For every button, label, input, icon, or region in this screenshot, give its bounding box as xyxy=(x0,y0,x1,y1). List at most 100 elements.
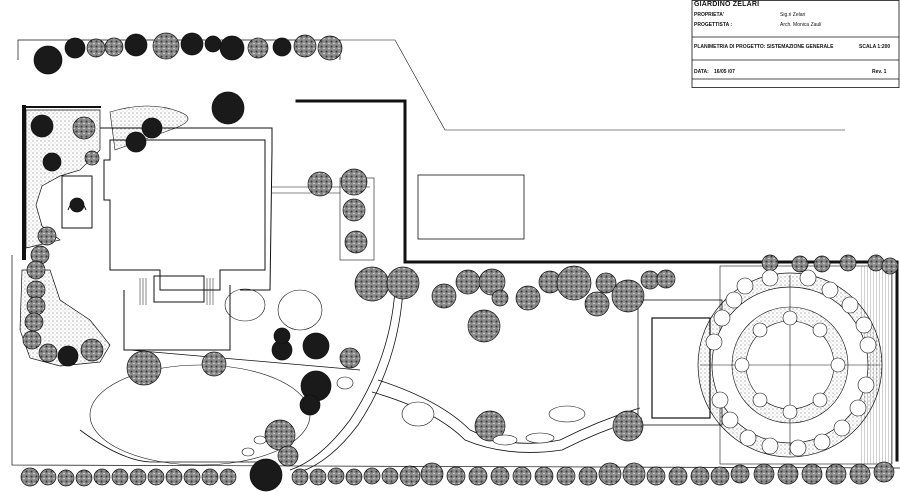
tree-symbol xyxy=(710,466,730,486)
tree-symbol xyxy=(126,350,162,386)
tree-symbol xyxy=(152,32,180,60)
tree-symbol xyxy=(857,376,875,394)
tree-symbol xyxy=(57,345,79,367)
tree-symbol xyxy=(26,260,46,280)
tree-symbol xyxy=(299,394,321,416)
circular-garden xyxy=(697,265,893,465)
tree-symbol xyxy=(468,466,488,486)
tree-symbol xyxy=(363,467,381,485)
tree-symbol xyxy=(739,429,757,447)
tree-symbol xyxy=(293,34,317,58)
tree-symbol xyxy=(782,404,798,420)
designer-value: Arch. Monica Zauli xyxy=(780,22,822,28)
tree-group xyxy=(20,32,899,492)
tree-symbol xyxy=(598,462,622,486)
tree-symbol xyxy=(761,254,779,272)
tree-symbol xyxy=(690,466,710,486)
tree-symbol xyxy=(534,466,554,486)
tree-symbol xyxy=(734,357,750,373)
tree-symbol xyxy=(711,391,729,409)
tree-symbol xyxy=(354,266,390,302)
tree-symbol xyxy=(20,467,40,487)
tree-symbol xyxy=(26,280,46,300)
tree-symbol xyxy=(93,468,111,486)
tree-symbol xyxy=(478,268,506,296)
tree-symbol xyxy=(556,466,576,486)
designer-label: PROGETTISTA : xyxy=(694,22,733,28)
tree-symbol xyxy=(761,437,779,455)
tree-symbol xyxy=(277,445,299,467)
tree-symbol xyxy=(491,289,509,307)
tree-symbol xyxy=(125,131,147,153)
project-title: GIARDINO ZELARI xyxy=(694,1,760,8)
tree-symbol xyxy=(57,469,75,487)
tree-symbol xyxy=(80,338,104,362)
tree-symbol xyxy=(249,458,283,492)
tree-symbol xyxy=(813,433,831,451)
tree-symbol xyxy=(705,333,723,351)
date-value: 16/05 /07 xyxy=(714,69,735,75)
tree-symbol xyxy=(812,322,828,338)
tree-symbol xyxy=(64,37,86,59)
tree-symbol xyxy=(467,309,501,343)
tree-symbol xyxy=(386,266,420,300)
tree-symbol xyxy=(812,392,828,408)
tree-symbol xyxy=(204,35,222,53)
tree-symbol xyxy=(291,468,309,486)
tree-symbol xyxy=(75,469,93,487)
tree-symbol xyxy=(813,255,831,273)
tree-symbol xyxy=(30,114,54,138)
tree-symbol xyxy=(873,461,895,483)
tree-symbol xyxy=(713,309,731,327)
upper-rectangle xyxy=(417,174,525,240)
title-block-frame xyxy=(691,0,900,88)
tree-symbol xyxy=(736,277,754,295)
tree-symbol xyxy=(640,270,660,290)
tree-symbol xyxy=(584,291,610,317)
tree-symbol xyxy=(147,468,165,486)
tree-symbol xyxy=(420,462,444,486)
tree-symbol xyxy=(789,439,807,457)
tree-symbol xyxy=(72,116,96,140)
drawing-title: PLANIMETRIA DI PROGETTO: SISTEMAZIONE GE… xyxy=(694,44,834,50)
tree-symbol xyxy=(219,35,245,61)
tree-symbol xyxy=(327,467,345,485)
tree-symbol xyxy=(821,281,839,299)
tree-symbol xyxy=(833,419,851,437)
tree-symbol xyxy=(317,35,343,61)
tree-symbol xyxy=(801,463,823,485)
tree-symbol xyxy=(247,37,269,59)
garden-paths xyxy=(79,289,643,473)
title-block: GIARDINO ZELARI PROPRIETA' Sig.ri Zelari… xyxy=(692,0,900,88)
tree-symbol xyxy=(611,279,645,313)
tree-symbol xyxy=(129,468,147,486)
tree-symbol xyxy=(165,468,183,486)
tree-symbol xyxy=(761,269,779,287)
tree-symbol xyxy=(556,265,592,301)
tree-symbol xyxy=(595,272,617,294)
tree-symbol xyxy=(111,468,129,486)
tree-symbol xyxy=(141,117,163,139)
owner-value: Sig.ri Zelari xyxy=(780,12,806,18)
tree-symbol xyxy=(38,343,58,363)
tree-symbol xyxy=(446,466,466,486)
tree-symbol xyxy=(841,296,859,314)
tree-symbol xyxy=(730,464,750,484)
tree-symbol xyxy=(646,466,666,486)
tree-symbol xyxy=(752,392,768,408)
tree-symbol xyxy=(656,269,676,289)
tree-symbol xyxy=(830,357,846,373)
tree-symbol xyxy=(302,332,330,360)
tree-symbol xyxy=(881,257,899,275)
owner-label: PROPRIETA' xyxy=(694,12,724,18)
tree-symbol xyxy=(512,466,532,486)
tree-symbol xyxy=(84,150,100,166)
tree-symbol xyxy=(345,468,363,486)
tree-symbol xyxy=(272,37,292,57)
tree-symbol xyxy=(782,310,798,326)
tree-symbol xyxy=(124,33,148,57)
tree-symbol xyxy=(86,38,106,58)
tree-symbol xyxy=(753,463,775,485)
drawing-scale: SCALA 1:200 xyxy=(859,44,891,50)
